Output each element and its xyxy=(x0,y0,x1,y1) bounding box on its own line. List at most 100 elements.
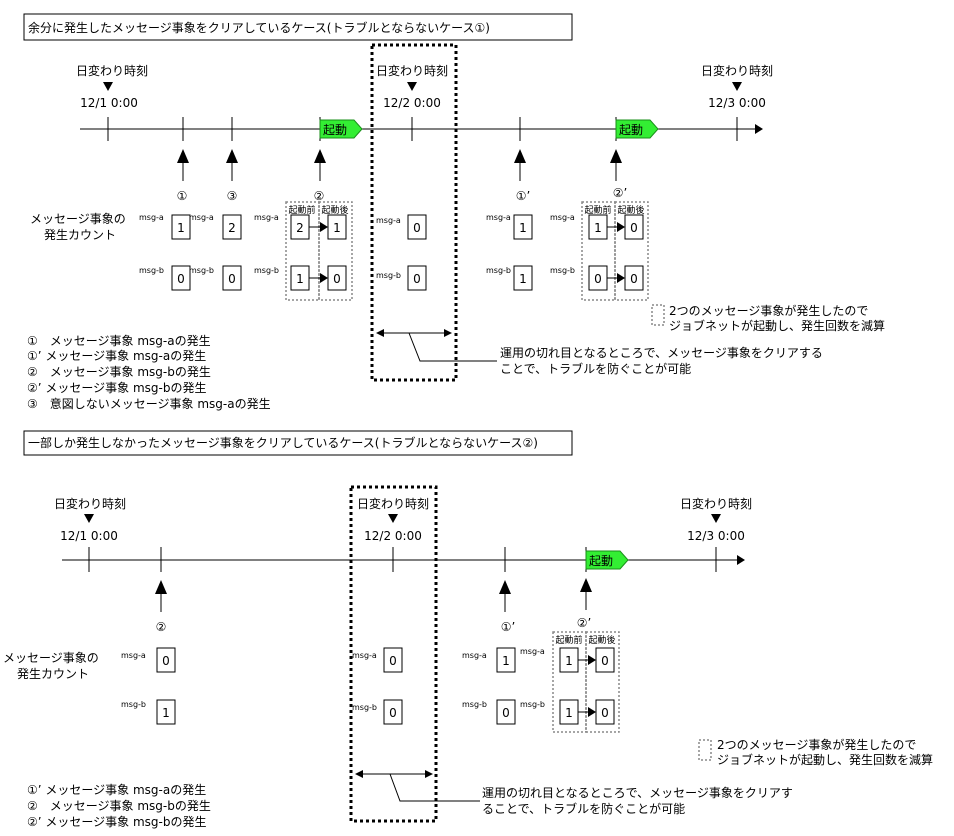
panel2-b-c2-box xyxy=(496,699,516,725)
panel1-legend-5: ③ 意図しないメッセージ事象 msg-aの発生 xyxy=(27,396,271,411)
panel1-marker-4: ①’ xyxy=(516,189,531,203)
panel2-a-c2-value: 1 xyxy=(502,654,510,668)
panel2-date-2: 12/2 0:00 xyxy=(364,529,422,543)
panel1-a-before-1-value: 2 xyxy=(296,221,304,235)
panel2-callout-2: ることで、トラブルを防ぐことが可能 xyxy=(482,801,685,816)
panel1-clear-region xyxy=(370,43,458,382)
panel2-day-label-2: 日変わり時刻 xyxy=(357,496,429,511)
panel1-marker-3: ② xyxy=(314,189,325,203)
panel1-msg-b-label-3: msg-b xyxy=(254,266,279,275)
panel2-a-before-value: 1 xyxy=(565,654,573,668)
panel1-day-label-2: 日変わり時刻 xyxy=(376,63,448,78)
panel2-title: 一部しか発生しなかったメッセージ事象をクリアしているケース(トラブルとならないケ… xyxy=(28,435,538,450)
panel1-a-c3-box xyxy=(513,214,533,240)
panel1-date-2: 12/2 0:00 xyxy=(383,96,441,110)
panel2-legend-3: ②’ メッセージ事象 msg-bの発生 xyxy=(27,815,206,829)
panel1-callout-1: 運用の切れ目となるところで、メッセージ事象をクリアする xyxy=(500,346,823,360)
panel1-msg-a-label-1: msg-a xyxy=(139,213,164,222)
panel2-marker-1: ② xyxy=(156,620,167,634)
panel1-after-label-1: 起動後 xyxy=(321,204,348,216)
panel1-start-1-flag xyxy=(319,119,363,139)
panel2-b-before-value: 1 xyxy=(565,706,573,720)
panel1-a-c3-value: 1 xyxy=(519,221,527,235)
panel1-b-c3-value: 1 xyxy=(519,272,527,286)
panel2-count-label-1: メッセージ事象の xyxy=(3,651,99,665)
panel2-event-arrow-1-head xyxy=(155,580,167,594)
panel2-day-marker-3 xyxy=(711,514,721,523)
panel1-day-marker-1 xyxy=(103,82,113,91)
panel1-count-label-2: 発生カウント xyxy=(44,228,116,242)
panel1-b-transfer-2-head xyxy=(617,273,625,283)
panel2-b-c1-box xyxy=(156,699,176,725)
panel2-span-arrow-left-head xyxy=(355,770,363,778)
panel2-callout-leader xyxy=(389,773,480,802)
panel2-day-label-3: 日変わり時刻 xyxy=(680,496,752,511)
panel1-note-2: ジョブネットが起動し、発生回数を減算 xyxy=(669,318,885,333)
panel1-note-box xyxy=(651,304,665,326)
panel1-before-label-1: 起動前 xyxy=(288,204,315,216)
panel1-after-group-1 xyxy=(318,201,353,301)
panel1-a-clear-value: 0 xyxy=(413,221,421,235)
panel1-a-after-2-value: 0 xyxy=(630,221,638,235)
panel1-msg-b-label-4: msg-b xyxy=(486,266,511,275)
panel1-a-c2-box xyxy=(222,214,242,240)
panel1-msg-b-label-2: msg-b xyxy=(189,266,214,275)
panel1-a-before-2-value: 1 xyxy=(594,221,602,235)
panel1-marker-1: ① xyxy=(177,189,188,203)
panel1-a-transfer-1-head xyxy=(320,222,328,232)
panel2-a-transfer-head xyxy=(588,655,596,665)
panel1-a-c1-value: 1 xyxy=(177,221,185,235)
panel1-b-after-2-value: 0 xyxy=(630,272,638,286)
panel1-msg-a-label-5: msg-a xyxy=(550,213,575,222)
panel2-date-3: 12/3 0:00 xyxy=(687,529,745,543)
panel2-msg-a-label-2: msg-a xyxy=(352,651,377,660)
panel1-b-before-1-value: 1 xyxy=(296,272,304,286)
panel1-day-marker-2 xyxy=(407,82,417,91)
panel2-msg-b-label-1: msg-b xyxy=(121,700,146,709)
panel1-start-2-flag xyxy=(615,119,659,139)
panel2-marker-2: ①’ xyxy=(501,620,516,634)
panel1-msg-b-label-1: msg-b xyxy=(139,266,164,275)
panel2-before-group-1 xyxy=(552,631,587,733)
panel2-callout-1: 運用の切れ目となるところで、メッセージ事象をクリアす xyxy=(482,786,793,800)
panel1-msg-a-label-6: msg-a xyxy=(376,216,401,225)
panel2-msg-a-label-3: msg-a xyxy=(462,651,487,660)
panel1-event-arrow-3-head xyxy=(314,149,326,163)
panel1-marker-5: ②’ xyxy=(613,186,628,200)
panel1-after-group-2 xyxy=(614,201,649,301)
panel1-after-label-2: 起動後 xyxy=(617,204,644,216)
panel2-before-label-1: 起動前 xyxy=(555,634,582,646)
panel1-a-after-1-value: 1 xyxy=(333,221,341,235)
panel2-a-c1-box xyxy=(156,647,176,673)
panel1-count-label-1: メッセージ事象の xyxy=(30,212,126,226)
panel2-b-after-value: 0 xyxy=(601,706,609,720)
panel1-b-c3-box xyxy=(513,265,533,291)
panel1-timeline-head xyxy=(755,124,763,134)
panel1-legend-3: ② メッセージ事象 msg-bの発生 xyxy=(27,365,211,379)
panel1-msg-b-label-5: msg-b xyxy=(550,266,575,275)
panel2-span-arrow-right-head xyxy=(425,770,433,778)
panel1-a-clear-box xyxy=(407,214,427,240)
panel2-b-c2-value: 0 xyxy=(502,706,510,720)
panel2-event-arrow-2-head xyxy=(499,580,511,594)
panel2-count-label-2: 発生カウント xyxy=(17,667,89,681)
panel2-a-c1-value: 0 xyxy=(162,654,170,668)
panel1-b-c2-value: 0 xyxy=(228,272,236,286)
panel2-day-marker-2 xyxy=(388,514,398,523)
panel1-before-label-2: 起動前 xyxy=(584,204,611,216)
panel2-b-transfer-head xyxy=(588,707,596,717)
panel2-marker-3: ②’ xyxy=(577,616,592,630)
panel2-msg-b-label-3: msg-b xyxy=(462,700,487,709)
panel2-b-clear-box xyxy=(383,699,403,725)
panel2-note-box xyxy=(698,739,712,761)
panel1-msg-a-label-4: msg-a xyxy=(486,213,511,222)
panel1-callout-leader xyxy=(408,332,497,362)
panel1-span-arrow-left-head xyxy=(376,329,384,337)
panel1-b-clear-value: 0 xyxy=(413,272,421,286)
panel1-marker-2: ③ xyxy=(227,189,238,203)
panel1-b-c1-box xyxy=(171,265,191,291)
panel2-clear-region xyxy=(349,485,438,823)
panel1-legend-1: ① メッセージ事象 msg-aの発生 xyxy=(27,334,211,348)
panel1-day-marker-3 xyxy=(732,82,742,91)
